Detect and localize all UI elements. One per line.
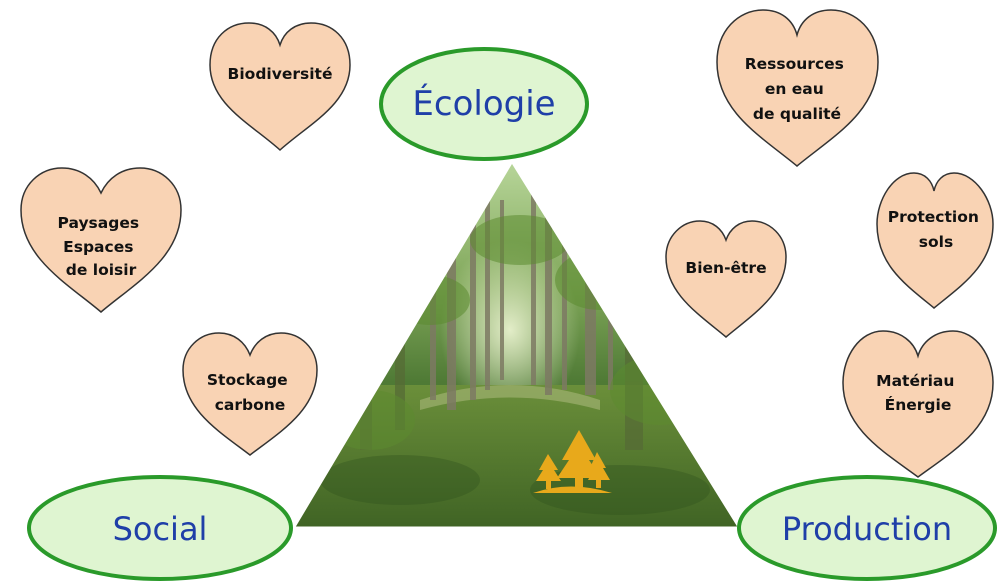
heart-stockage-line-2: carbone — [215, 396, 286, 414]
heart-biodiversite-line-1: Biodiversité — [228, 65, 333, 83]
heart-ressources: Ressources en eau de qualité — [716, 9, 879, 167]
heart-bien-etre-line-1: Bien-être — [685, 259, 766, 277]
svg-text:Matériau Énergie: Matériau Énergie — [876, 372, 960, 414]
heart-stockage: Stockage carbone — [182, 332, 318, 456]
heart-paysages-line-2: Espaces — [63, 238, 133, 256]
ellipse-social: Social — [27, 475, 293, 581]
forest-photo-triangle — [294, 162, 739, 528]
heart-bien-etre: Bien-être — [665, 220, 787, 338]
svg-text:Ressources en eau: Ressources en eau de qualité — [745, 55, 850, 123]
label-social: Social — [113, 510, 208, 548]
label-ecologie: Écologie — [412, 83, 555, 124]
svg-text:Bien-être: Bien-être — [685, 259, 766, 277]
heart-protection: Protection sols — [876, 172, 994, 309]
heart-materiau: Matériau Énergie — [842, 330, 994, 478]
svg-text:Protection sols: Protection sols — [888, 208, 985, 251]
heart-paysages-line-3: de loisir — [66, 261, 137, 279]
tree-cluster-icon — [533, 430, 612, 493]
ellipse-ecologie: Écologie — [379, 47, 589, 161]
label-production: Production — [782, 510, 952, 548]
heart-materiau-line-2: Énergie — [885, 395, 952, 414]
svg-text:Stockage carbone: Stockage carbone — [207, 371, 293, 414]
ellipse-production: Production — [737, 475, 997, 581]
heart-materiau-line-1: Matériau — [876, 372, 954, 390]
heart-ressources-line-3: de qualité — [753, 105, 841, 123]
heart-paysages: Paysages Espaces de loisir — [20, 167, 182, 313]
heart-biodiversite: Biodiversité — [209, 22, 351, 152]
heart-ressources-line-2: en eau — [765, 80, 824, 98]
heart-paysages-line-1: Paysages — [58, 214, 140, 232]
heart-protection-line-2: sols — [919, 233, 953, 251]
heart-ressources-line-1: Ressources — [745, 55, 844, 73]
heart-protection-line-1: Protection — [888, 208, 979, 226]
svg-text:Biodiversité: Biodiversité — [228, 65, 333, 83]
svg-text:Paysages Espaces d: Paysages Espaces de loisir — [58, 214, 145, 279]
heart-stockage-line-1: Stockage — [207, 371, 288, 389]
